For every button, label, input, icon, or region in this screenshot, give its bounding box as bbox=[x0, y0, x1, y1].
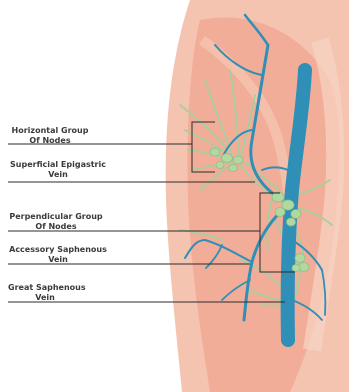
label-line: Vein bbox=[8, 170, 108, 180]
horizontal-node bbox=[222, 154, 233, 163]
label-perpendicular-group: Perpendicular Group Of Nodes bbox=[8, 212, 104, 232]
perpendicular-node bbox=[291, 210, 301, 219]
label-accessory-saphenous: Accessory Saphenous Vein bbox=[8, 245, 108, 265]
perpendicular-node bbox=[287, 218, 296, 226]
perpendicular-node bbox=[299, 263, 309, 272]
label-line: Superficial Epigastric bbox=[8, 160, 108, 170]
perpendicular-node bbox=[282, 200, 294, 210]
label-superficial-epigastric: Superficial Epigastric Vein bbox=[8, 160, 108, 180]
horizontal-node bbox=[233, 156, 243, 164]
label-great-saphenous: Great Saphenous Vein bbox=[8, 283, 82, 303]
label-horizontal-group: Horizontal Group Of Nodes bbox=[8, 126, 92, 146]
label-line: Accessory Saphenous bbox=[8, 245, 108, 255]
perpendicular-node bbox=[295, 254, 305, 263]
label-line: Of Nodes bbox=[8, 136, 92, 146]
label-line: Horizontal Group bbox=[8, 126, 92, 136]
perpendicular-node bbox=[275, 208, 285, 217]
label-line: Of Nodes bbox=[8, 222, 104, 232]
label-line: Perpendicular Group bbox=[8, 212, 104, 222]
horizontal-node bbox=[229, 165, 238, 172]
horizontal-node bbox=[216, 162, 224, 169]
horizontal-node bbox=[210, 148, 220, 156]
label-line: Great Saphenous bbox=[8, 283, 82, 293]
label-line: Vein bbox=[8, 293, 82, 303]
perpendicular-node bbox=[292, 265, 300, 272]
label-line: Vein bbox=[8, 255, 108, 265]
